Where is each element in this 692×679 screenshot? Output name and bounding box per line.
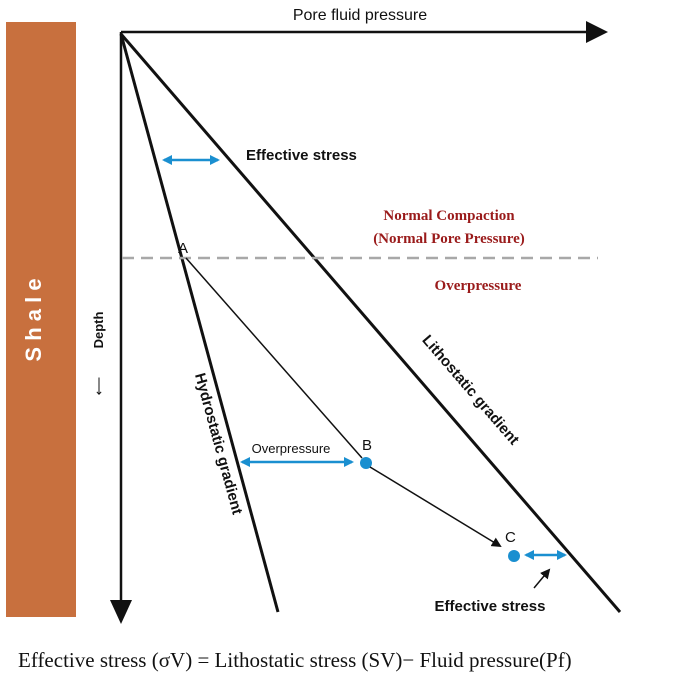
point-c-marker bbox=[508, 550, 520, 562]
effective-stress-pointer bbox=[533, 568, 551, 589]
normal-compaction-label: Normal Compaction bbox=[383, 208, 515, 224]
effective-stress-top-label: Effective stress bbox=[246, 147, 357, 164]
x-axis-label: Pore fluid pressure bbox=[293, 7, 427, 24]
lithostatic-gradient-label: Lithostatic gradient bbox=[418, 332, 522, 448]
y-axis-direction-arrow: ⟵ bbox=[91, 377, 106, 396]
shale-label: S h a l e bbox=[21, 278, 46, 361]
effective-stress-bottom-label: Effective stress bbox=[435, 598, 546, 615]
pressure-depth-diagram: S h a l e Pore fluid pressure Depth ⟵ Hy… bbox=[6, 7, 622, 624]
point-b-label: B bbox=[362, 437, 372, 454]
y-axis-label: Depth bbox=[91, 312, 106, 349]
y-axis-arrowhead bbox=[110, 600, 132, 624]
point-c-label: C bbox=[505, 529, 516, 546]
normal-pore-pressure-label: (Normal Pore Pressure) bbox=[373, 231, 525, 247]
overpressure-zone-label: Overpressure bbox=[435, 278, 522, 294]
path-b-to-c bbox=[369, 466, 502, 548]
lithostatic-gradient-line bbox=[119, 33, 622, 613]
point-b-marker bbox=[360, 457, 372, 469]
x-axis-arrowhead bbox=[586, 21, 608, 43]
hydrostatic-gradient-line bbox=[119, 33, 280, 613]
point-a-label: A bbox=[178, 240, 188, 257]
overpressure-arrow-label: Overpressure bbox=[252, 441, 331, 456]
effective-stress-formula: Effective stress (σV) = Lithostatic stre… bbox=[18, 648, 572, 672]
path-a-to-b bbox=[185, 257, 363, 459]
shale-column bbox=[6, 22, 76, 617]
